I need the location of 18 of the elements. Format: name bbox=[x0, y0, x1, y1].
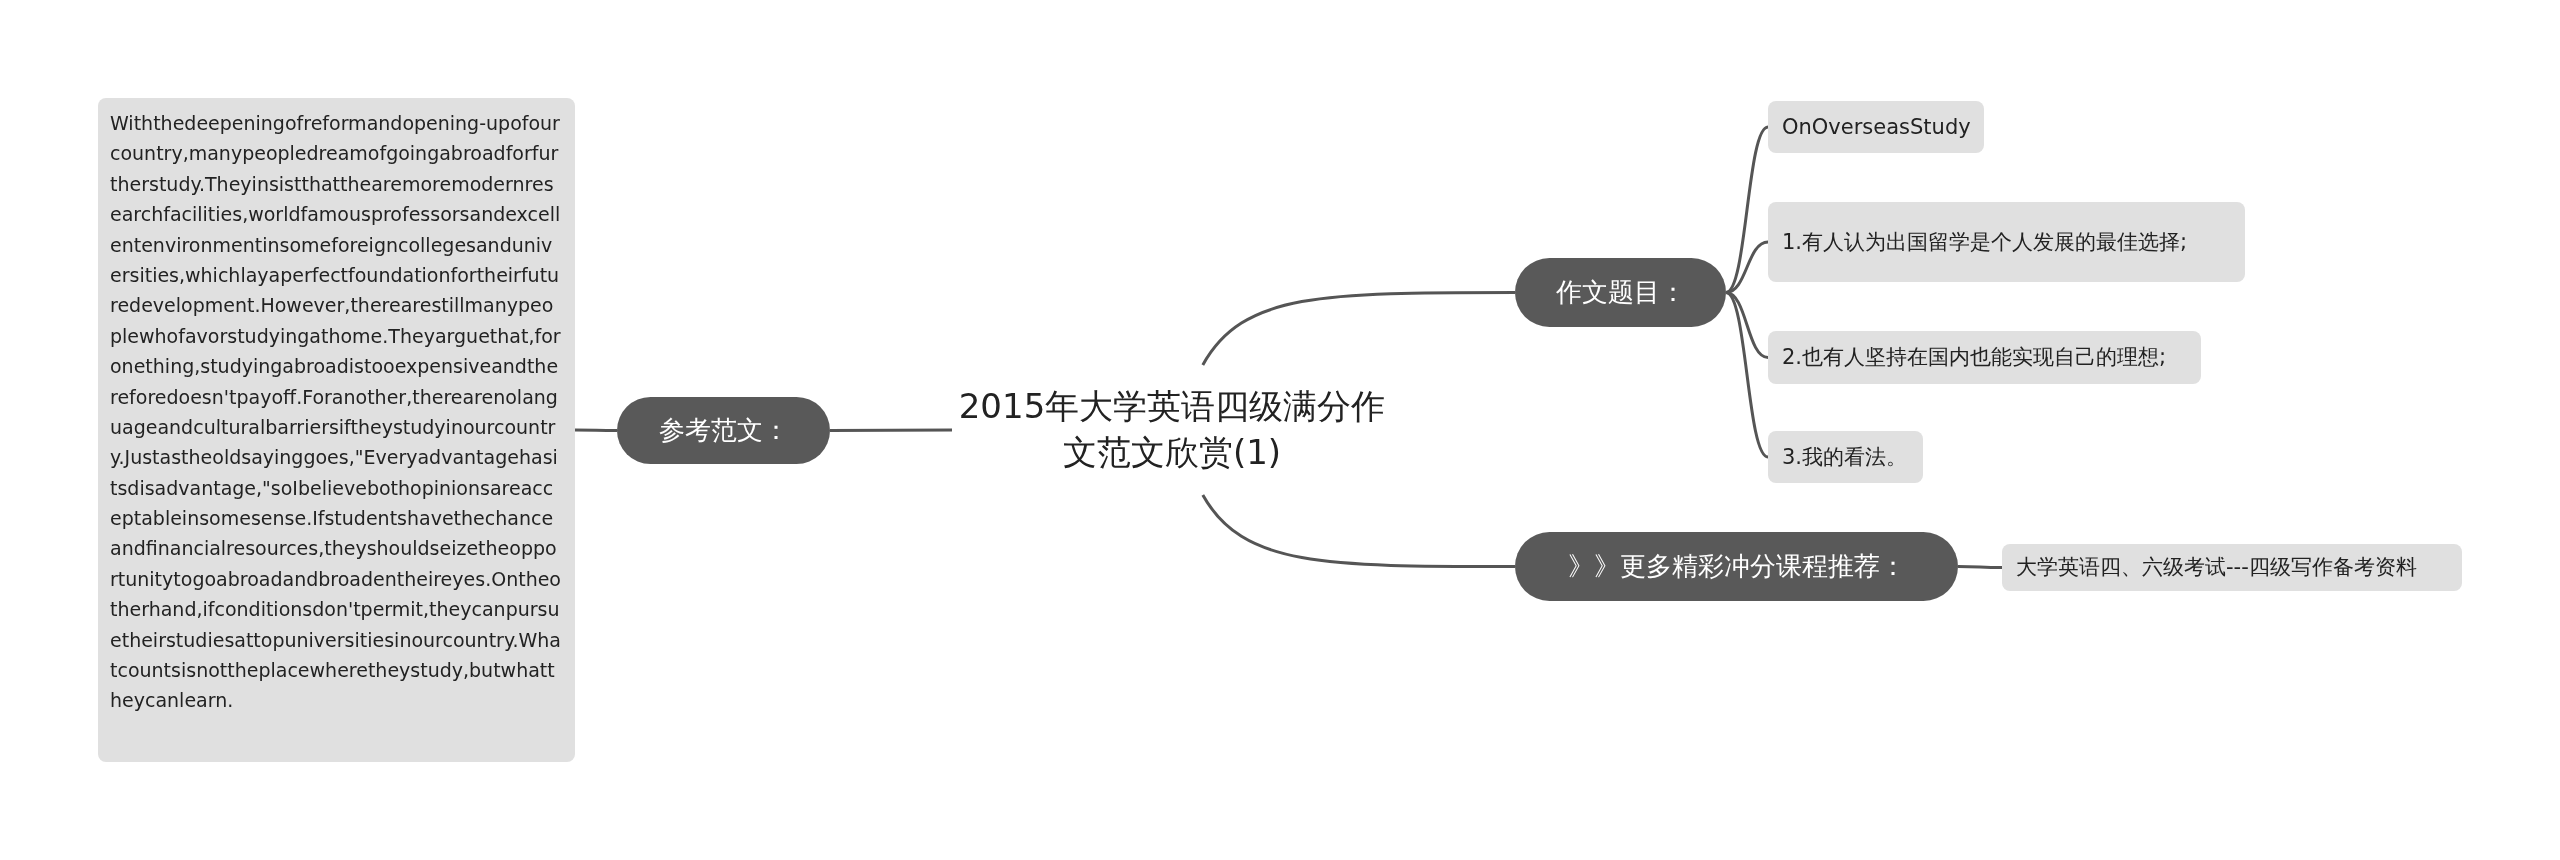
essay-text-box: Withthedeepeningofreformandopening-upofourcountry,manypeopledreamofgoingabroadforfurtherstudy.Theyinsistthatthearemoremodernresearchfacilities,worldfamousprofessorsandexcellentenvironmentinsomeforeigncollegesanduniversities,whichlayaperfectfoundationfortheirfuturedevelopment.However,therearestillmanypeoplewhofavorstudyingathome.Theyarguethat,foronething,studyingabroadistooexpensiveandthereforedoesn'tpayoff.Foranother,therearenolanguageandculturalbarriersiftheystudyinourcountry.Justastheoldsayinggoes,"Everyadvantagehasitsdisadvantage,"soIbelievebothopinionsareacceptableinsomesense.Ifstudentshavethechanceandfinancialresources,theyshouldseizetheopportunitytogoabroadandbroadentheireyes.Ontheotherhand,ifconditionsdon'tpermit,theycanpursuetheirstudiesattopuniversitiesinourcountry.Whatcountsisnottheplacewheretheystudy,butwhattheycanlearn. bbox=[98, 98, 575, 762]
subtopic-box: 大学英语四、六级考试---四级写作备考资料 bbox=[2002, 544, 2462, 591]
connector-line bbox=[1201, 291, 1515, 366]
connector-line bbox=[1725, 125, 1769, 294]
connector-line bbox=[1958, 565, 2002, 569]
topic-pill: 作文题目： bbox=[1515, 258, 1726, 327]
topic-pill: 参考范文： bbox=[617, 397, 830, 464]
connector-line bbox=[830, 428, 952, 432]
connector-line bbox=[1725, 291, 1769, 359]
subtopic-box: 3.我的看法。 bbox=[1768, 431, 1923, 483]
subtopic-box: 1.有人认为出国留学是个人发展的最佳选择; bbox=[1768, 202, 2245, 282]
subtopic-box: 2.也有人坚持在国内也能实现自己的理想; bbox=[1768, 331, 2201, 384]
connector-line bbox=[575, 428, 617, 432]
connector-line bbox=[1725, 291, 1769, 459]
subtopic-box: OnOverseasStudy bbox=[1768, 101, 1984, 153]
connector-line bbox=[1201, 494, 1515, 568]
topic-pill: 》》更多精彩冲分课程推荐： bbox=[1515, 532, 1958, 601]
central-topic: 2015年大学英语四级满分作文范文欣赏(1) bbox=[952, 365, 1392, 495]
